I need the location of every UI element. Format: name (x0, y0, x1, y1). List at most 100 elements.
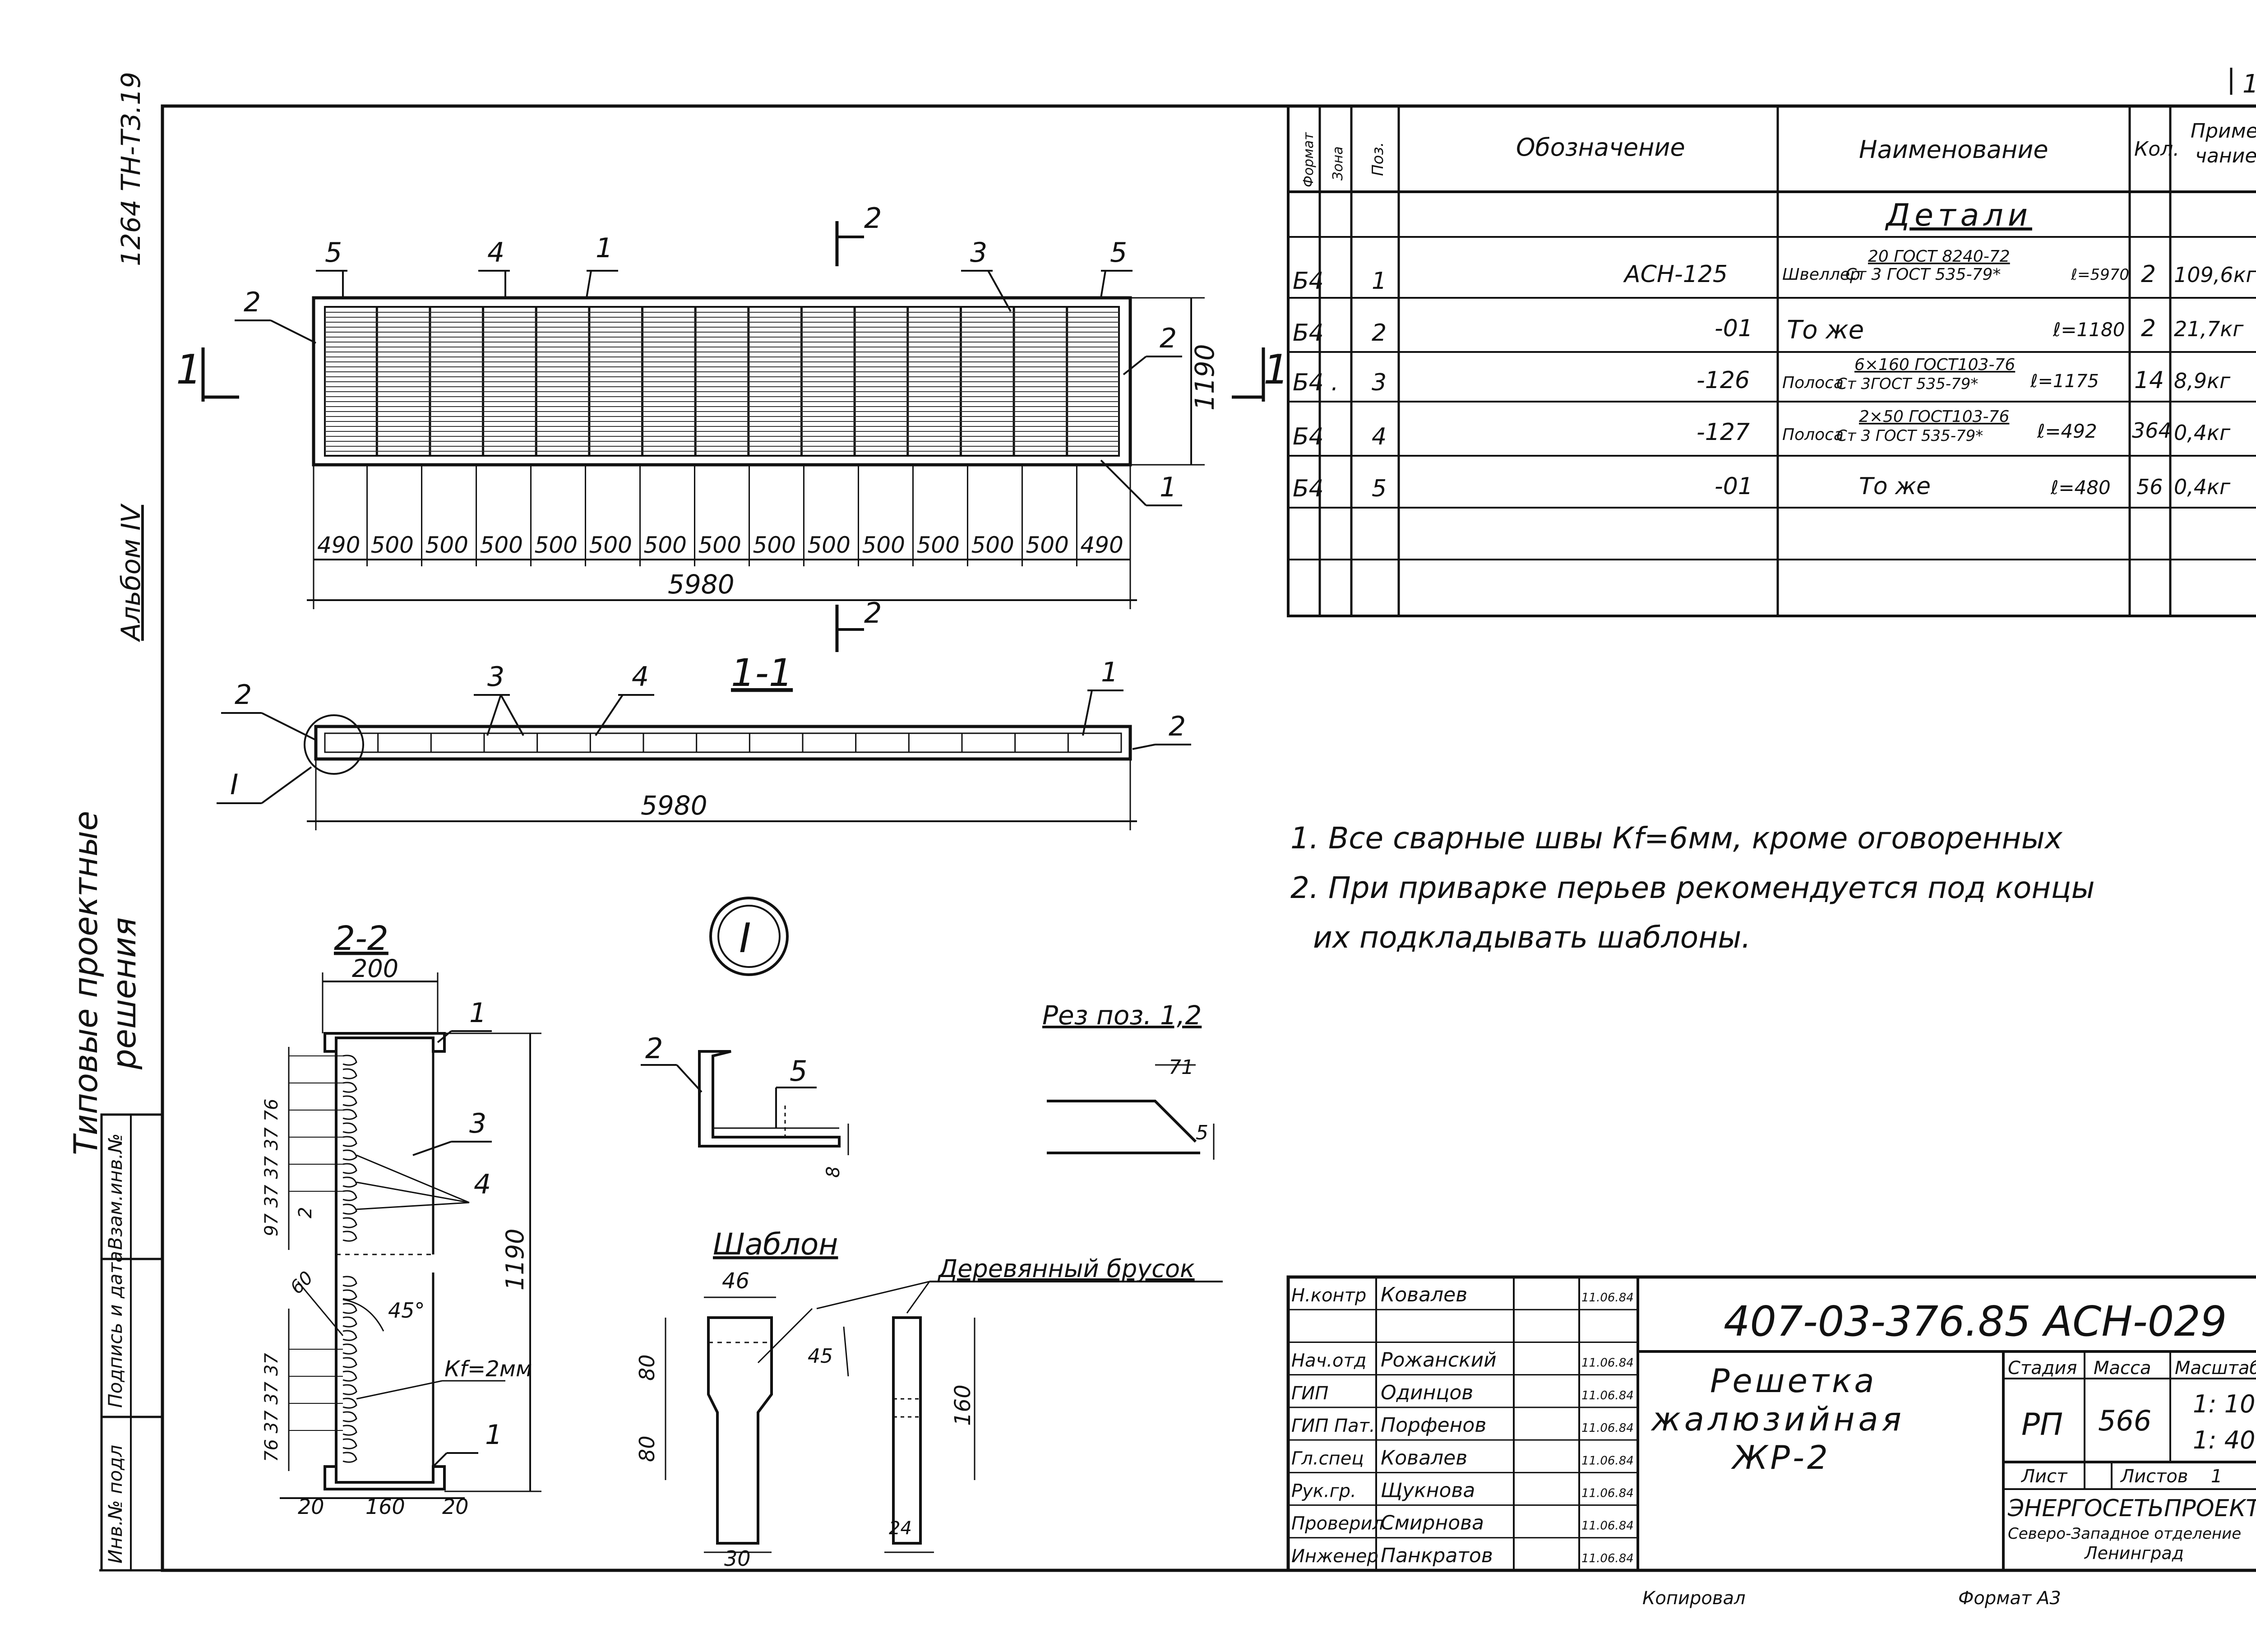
staff-role: Нач.отд (1291, 1351, 1366, 1371)
tb-org-1: ЭНЕРГОСЕТЬПРОЕКТ (2007, 1495, 2256, 1522)
sec22-width-dim: 200 (352, 954, 398, 983)
footer-format: Формат А3 (1958, 1588, 2061, 1609)
louvre-blade (342, 1411, 357, 1422)
template-detail: Шаблон Деревянный брусок 46 80 80 30 45 … (635, 1227, 1223, 1571)
row1-name-main: Швеллер (1782, 265, 1860, 284)
louvre-blade (342, 1343, 357, 1355)
sec11-callout: 2 (235, 679, 252, 711)
louvre-blade (342, 1149, 357, 1161)
spacing-dim: 490 (1080, 532, 1123, 558)
sec22-callout: 1 (485, 1419, 502, 1451)
row3-length: ℓ=1175 (2030, 371, 2099, 392)
row3-designation: -126 (1697, 367, 1750, 394)
tb-stage: РП (2021, 1407, 2063, 1443)
plan-callout: 4 (487, 237, 504, 268)
row1-designation: АСН-125 (1623, 261, 1728, 288)
row5-qty: 56 (2136, 475, 2163, 499)
row1-length: ℓ=5970 (2071, 266, 2129, 284)
row2-qty: 2 (2141, 315, 2156, 342)
plan-callout: 1 (1160, 472, 1177, 503)
tb-sheet-label: Лист (2020, 1466, 2068, 1487)
staff-role: Гл.спец (1291, 1448, 1364, 1469)
row2-note: 21,7кг (2174, 317, 2244, 341)
spacing-dim: 500 (644, 532, 687, 558)
louvre-blade (342, 1203, 357, 1215)
row3-qty: 14 (2134, 367, 2164, 394)
section-ribs (377, 733, 1069, 752)
louvre-blade (342, 1384, 357, 1395)
plan-height-dim: 1190 (1189, 344, 1220, 411)
staff-name: Одинцов (1381, 1381, 1473, 1404)
spacing-dim: 500 (698, 532, 741, 558)
tb-org-2: Северо-Западное отделение (2008, 1525, 2241, 1543)
louvre-blade (342, 1190, 357, 1201)
row3-name-bottom: Ст 3ГОСТ 535-79* (1836, 375, 1978, 393)
side-mark-right: 1 (1263, 346, 1289, 393)
sec22-title: 2-2 (334, 919, 388, 958)
tb-title-3: ЖР-2 (1731, 1439, 1831, 1476)
album-code: 1264 ТН-ТЗ.19 (116, 72, 146, 266)
spacing-dim: 500 (1026, 532, 1068, 558)
table-row: Б4 1 АСН-125 20 ГОСТ 8240-72 Швеллер Ст … (1293, 247, 2256, 295)
sec22-weld: Кf=2мм (444, 1356, 532, 1382)
cut-dim-71: 71 (1169, 1056, 1194, 1079)
louvre-blade (342, 1122, 357, 1134)
note-1: 1. Все сварные швы Кf=6мм, кроме оговоре… (1290, 821, 2063, 856)
louvre-blade (342, 1163, 357, 1174)
spacing-dim: 500 (480, 532, 523, 558)
row1-name-bottom: Ст 3 ГОСТ 535-79* (1845, 265, 2001, 284)
row5-name-main: То же (1859, 473, 1931, 500)
plan-callout: 2 (244, 287, 261, 318)
staff-date: 11.06.84 (1581, 1291, 1634, 1305)
channel-detail: 2 5 8 (641, 1032, 849, 1178)
hdr-note-1: Приме- (2191, 120, 2256, 143)
staff-role: ГИП Пат. (1291, 1416, 1375, 1436)
sec11-overall-dim: 5980 (641, 790, 707, 821)
staff-date: 11.06.84 (1581, 1519, 1634, 1533)
spacing-dim: 500 (753, 532, 795, 558)
hdr-designation: Обозначение (1516, 133, 1685, 162)
louvre-blade (342, 1289, 357, 1300)
plan-callout: 1 (596, 232, 613, 264)
sec22-bottom-20a: 20 (298, 1495, 324, 1519)
row4-name-top: 2×50 ГОСТ103-76 (1859, 407, 2009, 426)
tb-sheets-label: Листов (2120, 1466, 2188, 1487)
plan-overall-dim: 5980 (668, 569, 735, 600)
row4-qty: 364 (2132, 418, 2172, 443)
template-angle: 45 (808, 1345, 833, 1368)
row1-note: 109,6кг (2174, 263, 2256, 287)
staff-role: Инженер (1291, 1546, 1378, 1567)
hdr-name: Наименование (1859, 135, 2048, 164)
template-height: 160 (950, 1384, 975, 1426)
staff-name: Порфенов (1381, 1414, 1486, 1437)
spacing-dim: 490 (317, 532, 360, 558)
staff-name: Щукнова (1381, 1479, 1475, 1502)
cut-detail: Рез поз. 1,2 71 5 (1042, 1000, 1215, 1160)
sec22-bottom-160: 160 (365, 1495, 405, 1519)
sec22-callout: 1 (469, 997, 486, 1029)
sec11-detail-ref: I (230, 768, 238, 801)
row4-note: 0,4кг (2174, 421, 2231, 445)
table-row: Б4 5 -01 То же ℓ=480 56 0,4кг (1293, 473, 2231, 502)
louvre-blade (342, 1176, 357, 1188)
row3-name-main: Полоса (1782, 374, 1844, 392)
page-number: 18 (2242, 69, 2256, 99)
section-2-2: 2-2 200 97 37 37 37 76 76 37 37 37 1190 … (261, 919, 541, 1519)
pitch-leaders (289, 1055, 343, 1431)
sec22-callout: 4 (474, 1169, 491, 1200)
footer-copied: Копировал (1642, 1588, 1746, 1609)
louvre-blade (342, 1055, 357, 1066)
louvre-blade (342, 1370, 357, 1382)
staff-name: Ковалев (1381, 1446, 1467, 1469)
sec22-angle-45: 45° (388, 1298, 425, 1323)
louvre-blades (342, 1055, 357, 1463)
grid-outer (312, 296, 1132, 467)
staff-role: Рук.гр. (1291, 1481, 1356, 1502)
louvre-blade (342, 1217, 357, 1228)
row2-pos: 2 (1372, 319, 1387, 347)
louvre-blade (342, 1438, 357, 1449)
row5-pos: 5 (1372, 475, 1387, 502)
stamp-col3: Взам.инв.№ (104, 1134, 126, 1250)
row3-format: Б4 (1293, 369, 1324, 396)
